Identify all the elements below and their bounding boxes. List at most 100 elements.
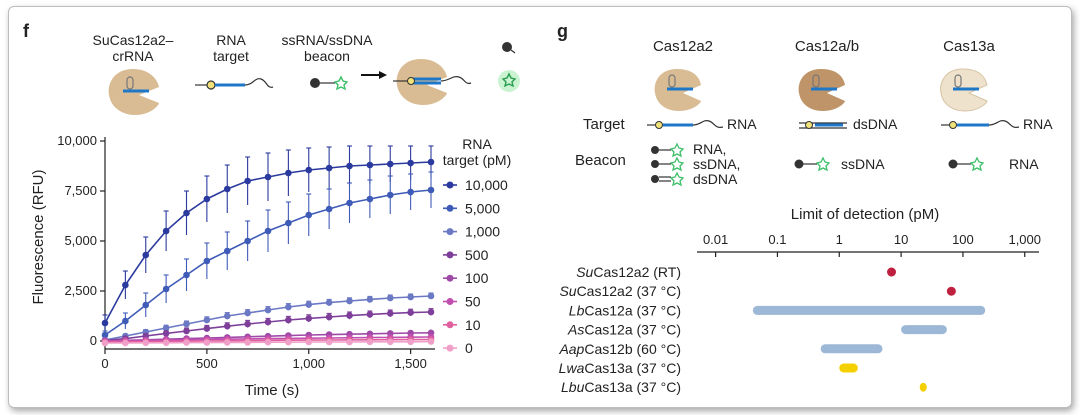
target-rna-glyph-1 xyxy=(647,120,724,129)
beacon-type-2: ssDNA xyxy=(841,156,885,172)
beacon-type-1-line2: ssDNA, xyxy=(693,156,740,172)
f-series-2 xyxy=(101,292,435,344)
f-data-point xyxy=(203,339,211,346)
f-data-point xyxy=(366,311,374,318)
f-data-point xyxy=(427,158,435,166)
legend-title-line2: target (pM) xyxy=(443,152,511,168)
f-y-tick-label: 10,000 xyxy=(57,133,97,148)
beacon-type-1-line3: dsDNA xyxy=(693,171,738,187)
f-data-point xyxy=(407,188,414,196)
lod-row-label: SuCas12a2 (37 °C) xyxy=(559,283,681,299)
lod-row-6: LbuCas13a (37 °C) xyxy=(561,379,927,395)
f-data-point xyxy=(122,339,129,347)
f-data-point xyxy=(366,296,374,303)
f-data-point xyxy=(325,313,333,321)
f-data-point xyxy=(285,169,292,177)
f-series-group xyxy=(101,145,435,347)
f-data-point xyxy=(183,209,190,217)
f-data-point xyxy=(305,338,313,346)
f-y-tick-label: 5,000 xyxy=(64,233,97,248)
active-complex-glyph xyxy=(393,59,472,105)
lod-row-label-italic: Lwa xyxy=(559,360,585,376)
f-data-point xyxy=(305,315,313,322)
f-data-point xyxy=(325,338,333,346)
f-data-point xyxy=(427,338,435,345)
legend-swatch xyxy=(446,321,454,329)
f-series-0 xyxy=(101,145,435,331)
f-data-point xyxy=(366,161,374,169)
beacon-label-line1: ssRNA/ssDNA xyxy=(281,32,373,48)
f-data-point xyxy=(386,160,394,168)
f-data-point xyxy=(407,159,414,167)
legend-swatch xyxy=(446,344,454,352)
f-data-point xyxy=(346,297,353,305)
lod-rows: SuCas12a2 (RT) SuCas12a2 (37 °C) LbCas12a … xyxy=(558,264,986,395)
cleaved-quencher-glyph xyxy=(502,42,516,54)
f-series-3 xyxy=(101,308,435,344)
lod-tick-label: 1,000 xyxy=(1008,232,1041,247)
legend-swatch xyxy=(446,228,454,236)
f-data-point xyxy=(223,312,231,320)
f-data-point xyxy=(325,299,333,306)
f-y-tick-label: 7,500 xyxy=(64,183,97,198)
lod-row-label: LbCas12a (37 °C) xyxy=(569,302,681,318)
lod-bar xyxy=(901,325,947,335)
beacon-glyph-cas13a xyxy=(948,156,985,172)
beacon-glyph-cas12ab xyxy=(794,156,831,172)
legend-label: 5,000 xyxy=(465,200,500,216)
f-data-point xyxy=(427,186,435,194)
figure-canvas: f SuCas12a2– crRNA RNA target ssRNA/ssDN… xyxy=(23,21,1053,399)
f-data-point xyxy=(162,324,170,332)
f-y-axis-label: Fluorescence (RFU) xyxy=(30,169,47,304)
f-data-point xyxy=(142,251,150,259)
f-data-point xyxy=(366,338,374,346)
f-data-point xyxy=(162,285,170,293)
target-type-2: dsDNA xyxy=(853,116,898,132)
f-data-point xyxy=(264,306,272,314)
f-data-point xyxy=(325,205,333,213)
f-data-point xyxy=(264,173,272,181)
legend-label: 50 xyxy=(465,294,481,310)
f-data-point xyxy=(203,195,211,203)
rna-target-glyph xyxy=(195,78,274,90)
lod-bar xyxy=(839,363,858,373)
lod-row-label: LwaCas13a (37 °C) xyxy=(559,360,681,376)
f-series-7 xyxy=(101,338,435,347)
beacon-type-3: RNA xyxy=(1009,156,1039,172)
lod-row-label-italic: Su xyxy=(559,283,576,299)
f-data-point xyxy=(183,320,190,328)
panel-g-label: g xyxy=(557,21,568,41)
f-x-tick-label: 1,000 xyxy=(292,356,325,371)
f-data-point xyxy=(346,338,353,346)
lod-row-label-rest: Cas13a (37 °C) xyxy=(584,360,681,376)
lod-row-2: LbCas12a (37 °C) xyxy=(569,302,986,318)
crrna-label-line2: crRNA xyxy=(112,48,154,64)
f-data-point xyxy=(264,227,272,235)
lod-row-label-italic: Aap xyxy=(558,341,584,357)
target-type-1: RNA xyxy=(727,116,757,132)
f-data-point xyxy=(122,281,129,289)
header-cas12ab: Cas12a/b xyxy=(795,38,859,55)
lod-row-label-rest: Cas12a (37 °C) xyxy=(584,322,681,338)
lod-row-label-italic: As xyxy=(567,322,584,338)
lod-dot xyxy=(887,267,897,277)
legend-swatch xyxy=(446,274,454,282)
f-data-point xyxy=(162,339,170,347)
lod-row-5: LwaCas13a (37 °C) xyxy=(559,360,858,376)
f-data-point xyxy=(407,293,414,301)
f-data-point xyxy=(346,312,353,319)
lod-tick-label: 0.01 xyxy=(703,232,728,247)
legend-swatch xyxy=(446,204,454,212)
legend-label: 500 xyxy=(465,247,489,263)
f-data-point xyxy=(244,177,251,185)
cas12a2-glyph xyxy=(654,69,701,111)
f-data-point xyxy=(427,292,435,300)
lod-bar xyxy=(820,344,883,354)
lod-row-label: SuCas12a2 (RT) xyxy=(576,264,681,280)
beacon-glyphs-cas12a2 xyxy=(651,142,685,187)
f-x-axis-label: Time (s) xyxy=(245,382,299,399)
fluorescence-chart: Fluorescence (RFU) Time (s) 02,5005,0007… xyxy=(30,133,511,399)
f-data-point xyxy=(305,211,313,219)
target-type-3: RNA xyxy=(1023,116,1053,132)
